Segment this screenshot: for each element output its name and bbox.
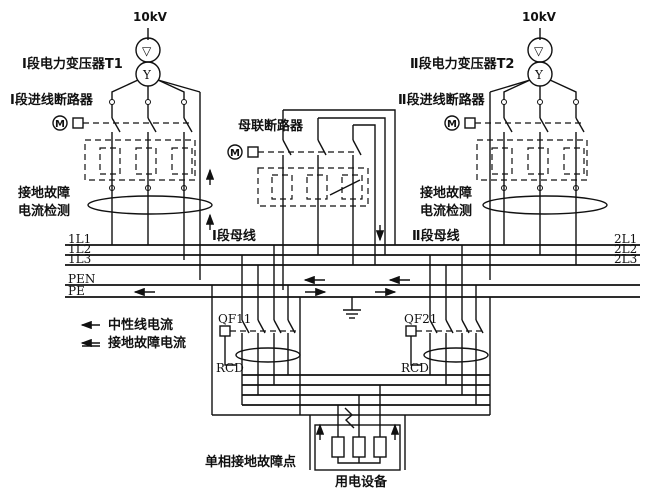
- right-incoming-breaker: M: [444, 79, 608, 280]
- fault-point-label: 单相接地故障点: [205, 454, 296, 470]
- left-transformer: ▽ Y: [111, 28, 185, 100]
- svg-text:M: M: [55, 119, 65, 130]
- phase-label-1l1: 1L1: [68, 232, 91, 246]
- left-bus-section-label: Ⅰ段母线: [212, 228, 256, 244]
- left-incoming-breaker: M: [52, 79, 213, 280]
- bus-current-arrows: [133, 168, 410, 297]
- left-voltage-label: 10kV: [133, 10, 168, 24]
- left-detection-line1: 接地故障: [18, 185, 70, 201]
- phase-label-1l2: 1L2: [68, 242, 91, 256]
- right-transformer-label: Ⅱ段电力变压器T2: [410, 56, 514, 72]
- right-detection-line1: 接地故障: [420, 185, 472, 201]
- legend: 中性线电流 接地故障电流: [80, 317, 186, 351]
- right-voltage-label: 10kV: [522, 10, 557, 24]
- legend-neutral-current: 中性线电流: [108, 317, 173, 333]
- left-transformer-label: Ⅰ段电力变压器T1: [22, 56, 123, 72]
- phase-label-pe: PE: [68, 284, 85, 298]
- left-rcd-label: RCD: [216, 361, 244, 375]
- right-rcd-label: RCD: [401, 361, 429, 375]
- right-detection-line2: 电流检测: [420, 203, 472, 219]
- equipment-label: 用电设备: [334, 474, 388, 490]
- phase-label-pen: PEN: [68, 272, 95, 286]
- feeder-qf11: [211, 245, 301, 415]
- feeder-qf21: [405, 245, 491, 415]
- phase-label-2l3: 2L3: [614, 252, 637, 266]
- right-incoming-breaker-label: Ⅱ段进线断路器: [398, 92, 486, 108]
- main-buses: [65, 244, 640, 319]
- load-section: [212, 374, 490, 471]
- left-detection-line2: 电流检测: [18, 203, 70, 219]
- qf21-label: QF21: [404, 312, 437, 326]
- phase-label-2l1: 2L1: [614, 232, 637, 246]
- phase-label-1l3: 1L3: [68, 252, 91, 266]
- legend-fault-current: 接地故障电流: [108, 335, 186, 351]
- left-incoming-breaker-label: Ⅰ段进线断路器: [10, 92, 94, 108]
- svg-text:Y: Y: [142, 68, 152, 82]
- bus-tie-breaker: M: [227, 109, 396, 290]
- qf11-label: QF11: [218, 312, 251, 326]
- svg-text:Y: Y: [534, 68, 544, 82]
- right-bus-section-label: Ⅱ段母线: [412, 228, 460, 244]
- svg-text:M: M: [447, 119, 457, 130]
- svg-text:▽: ▽: [142, 44, 152, 58]
- phase-label-2l2: 2L2: [614, 242, 637, 256]
- bus-tie-breaker-label: 母联断路器: [238, 118, 304, 134]
- svg-text:M: M: [230, 148, 240, 159]
- svg-text:▽: ▽: [534, 44, 544, 58]
- right-transformer: ▽ Y: [503, 28, 577, 100]
